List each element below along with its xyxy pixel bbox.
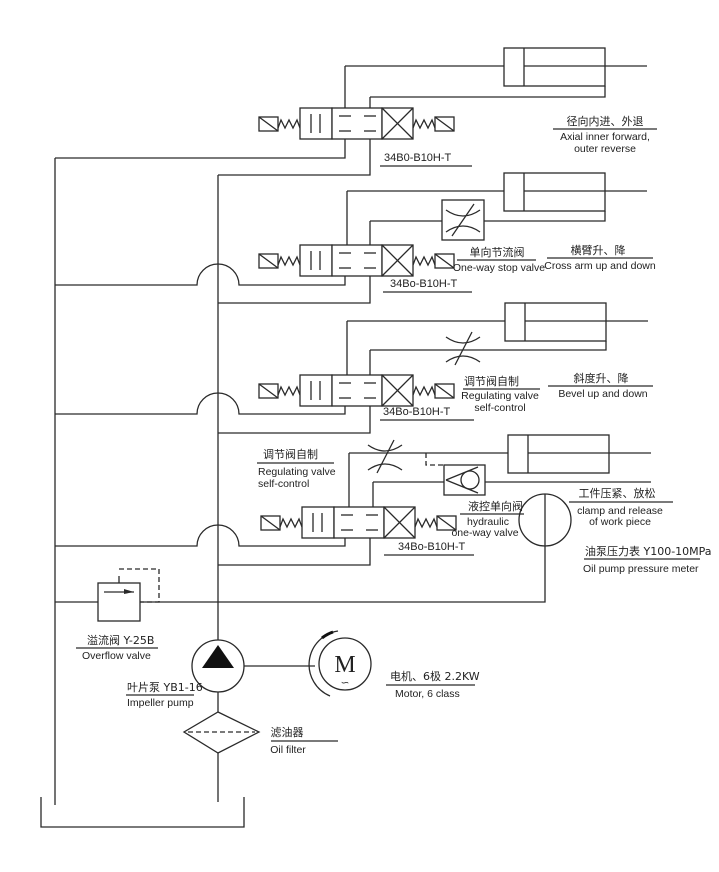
regulating-2-label-cn: 调节阀自制 <box>263 447 318 461</box>
directional-valve-1 <box>258 107 455 140</box>
pressure-meter-label-cn: 油泵压力表 Y100-10MPa <box>585 544 712 558</box>
axial-label-cn: 径向内进、外退 <box>567 114 644 128</box>
spring-left-icon <box>277 118 301 130</box>
directional-valve-3 <box>258 374 455 407</box>
filter-label-cn: 滤油器 <box>271 725 304 739</box>
cross-arm-label-en: Cross arm up and down <box>544 260 656 272</box>
solenoid-left-icon <box>258 116 279 132</box>
clamp-label-en2: of work piece <box>589 516 651 528</box>
filter-label-en: Oil filter <box>270 744 306 756</box>
spring-right-icon <box>412 385 436 397</box>
valve-code-1: 34B0-B10H-T <box>384 152 452 164</box>
cylinder-3 <box>346 302 648 375</box>
pressure-branch-2 <box>218 265 371 304</box>
return-branch-4 <box>55 524 346 547</box>
one-way-stop-valve-symbol <box>441 199 485 241</box>
pressure-branch-4 <box>218 527 371 566</box>
regulating-1-label-en1: Regulating valve <box>461 390 539 402</box>
valve-pos-center <box>331 374 383 407</box>
regulating-throttle-symbol-2 <box>367 439 403 474</box>
motor-symbol: M ∽ <box>308 630 372 697</box>
cylinder-4 <box>348 434 651 507</box>
impeller-pump-symbol <box>191 639 315 712</box>
regulating-1-label-en2: self-control <box>474 402 525 414</box>
labels: 34B0-B10H-T 34Bo-B10H-T 34Bo-B10H-T 34Bo… <box>76 114 712 756</box>
pressure-branch-3 <box>218 395 371 434</box>
motor-label-en: Motor, 6 class <box>395 688 460 700</box>
cylinder-2 <box>346 172 647 245</box>
clamp-label-cn: 工件压紧、放松 <box>579 486 656 500</box>
solenoid-left-icon <box>260 515 281 531</box>
spring-left-icon <box>277 255 301 267</box>
spring-right-icon <box>412 255 436 267</box>
spring-right-icon <box>414 517 438 529</box>
cylinder-1 <box>344 47 647 108</box>
solenoid-right-icon <box>436 515 457 531</box>
directional-valve-4 <box>260 506 457 539</box>
overflow-valve-symbol <box>97 568 160 622</box>
pressure-meter-label-en: Oil pump pressure meter <box>583 563 699 575</box>
clamp-label-en1: clamp and release <box>577 505 663 517</box>
overflow-label-cn: 溢流阀 Y-25B <box>87 633 154 647</box>
regulating-2-label-en2: self-control <box>258 478 309 490</box>
spring-right-icon <box>412 118 436 130</box>
regulating-2-label-en1: Regulating valve <box>258 466 336 478</box>
cross-arm-label-cn: 横臂升、降 <box>571 243 626 257</box>
valve-pos-center <box>331 244 383 277</box>
bevel-label-en: Bevel up and down <box>558 388 647 400</box>
regulating-throttle-symbol-1 <box>445 331 481 366</box>
valve-pos-center <box>331 107 383 140</box>
valve-pos-center <box>333 506 385 539</box>
pressure-gauge-symbol <box>518 493 572 547</box>
bevel-label-cn: 斜度升、降 <box>574 371 629 385</box>
pressure-branch-1 <box>218 127 371 176</box>
valve-code-3: 34Bo-B10H-T <box>383 406 451 418</box>
spring-left-icon <box>277 385 301 397</box>
valve-pos-parallel <box>301 506 335 539</box>
valve-pos-parallel <box>299 107 333 140</box>
solenoid-right-icon <box>434 253 455 269</box>
hydraulic-valve-label-en1: hydraulic <box>467 516 509 528</box>
stop-valve-label-en: One-way stop valve <box>453 262 545 274</box>
gauge-line <box>55 545 546 603</box>
hydraulic-valve-label-cn: 液控单向阀 <box>468 499 523 513</box>
motor-label-cn: 电机、6极 2.2KW <box>390 669 480 683</box>
hydraulic-check-valve-symbol <box>425 453 486 496</box>
axial-label-en2: outer reverse <box>574 143 636 155</box>
spring-left-icon <box>279 517 303 529</box>
main-pipes <box>54 127 546 805</box>
valve-pos-parallel <box>299 244 333 277</box>
solenoid-right-icon <box>434 116 455 132</box>
stop-valve-label-cn: 单向节流阀 <box>470 245 525 259</box>
regulating-1-label-cn: 调节阀自制 <box>464 374 519 388</box>
pump-label-en: Impeller pump <box>127 697 194 709</box>
return-branch-3 <box>55 392 346 415</box>
motor-letter: M <box>334 652 355 678</box>
valve-pos-parallel <box>299 374 333 407</box>
hydraulic-valve-label-en2: one-way valve <box>451 527 518 539</box>
directional-valve-2 <box>258 244 455 277</box>
solenoid-right-icon <box>434 383 455 399</box>
axial-label-en1: Axial inner forward, <box>560 131 650 143</box>
valve-code-4: 34Bo-B10H-T <box>398 541 466 553</box>
valve-code-2: 34Bo-B10H-T <box>390 278 458 290</box>
oil-filter-symbol <box>182 711 261 802</box>
return-branch-2 <box>55 263 346 286</box>
solenoid-left-icon <box>258 383 279 399</box>
overflow-label-en: Overflow valve <box>82 650 151 662</box>
pump-label-cn: 叶片泵 YB1-16 <box>127 681 203 694</box>
motor-wave: ∽ <box>341 677 350 689</box>
oil-tank-symbol <box>40 797 245 828</box>
solenoid-left-icon <box>258 253 279 269</box>
